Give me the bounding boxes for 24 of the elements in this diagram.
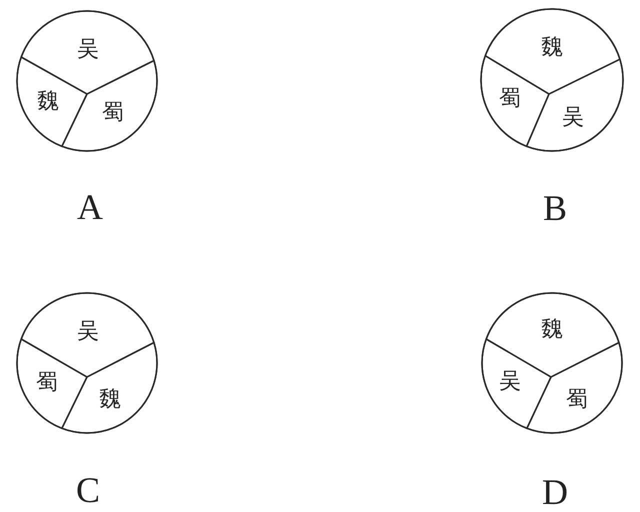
sector-label: 吴 bbox=[562, 107, 584, 129]
sector-label: 魏 bbox=[541, 37, 563, 59]
option-letter: D bbox=[542, 474, 568, 510]
sector-label: 魏 bbox=[541, 319, 563, 341]
sector-label: 魏 bbox=[37, 91, 59, 113]
sector-label: 魏 bbox=[99, 389, 121, 411]
sector-label: 蜀 bbox=[102, 102, 124, 124]
option-letter: A bbox=[77, 189, 103, 225]
pie-sector bbox=[481, 55, 549, 147]
sector-label: 蜀 bbox=[36, 372, 58, 394]
pie-sector bbox=[526, 342, 622, 433]
pie-sector bbox=[17, 57, 87, 147]
pie-sector bbox=[526, 59, 623, 151]
pie-sector bbox=[482, 339, 551, 429]
sector-label: 蜀 bbox=[566, 389, 588, 411]
pie-sector bbox=[61, 60, 157, 151]
sector-label: 吴 bbox=[77, 321, 99, 343]
pie-sector bbox=[61, 342, 157, 433]
sector-label: 吴 bbox=[77, 39, 99, 61]
option-letter: B bbox=[543, 190, 567, 226]
option-letter: C bbox=[76, 472, 100, 508]
sector-label: 蜀 bbox=[499, 88, 521, 110]
pie-sector bbox=[17, 339, 87, 429]
sector-label: 吴 bbox=[499, 371, 521, 393]
